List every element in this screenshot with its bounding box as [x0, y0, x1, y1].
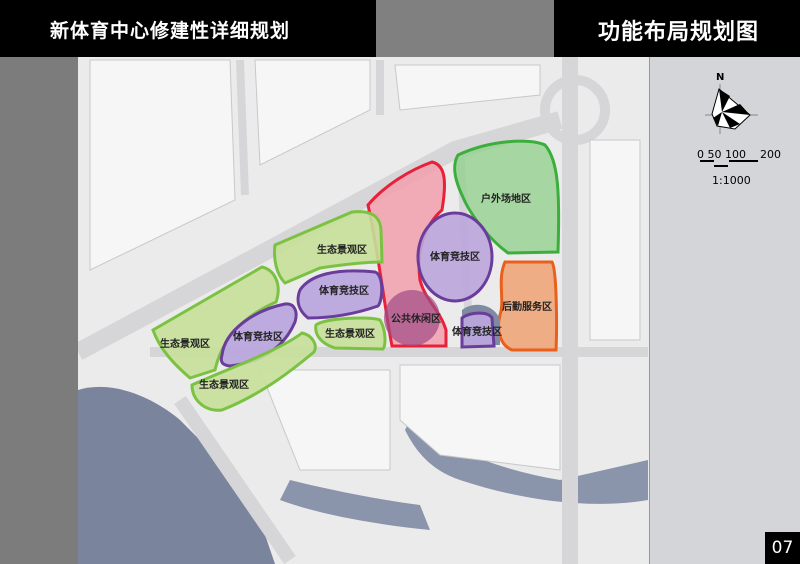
page-number: 07 [765, 532, 800, 564]
site-plan-map: 户外场地区 公共休闲区 体育竞技区 后勤服务区 体育竞技区 生态景观区 体育竞技… [78, 57, 649, 564]
legend-panel [649, 57, 800, 564]
zone-eco-left[interactable]: 生态景观区 [151, 265, 280, 380]
zone-public-leisure[interactable]: 公共休闲区 [366, 160, 448, 348]
zone-sports-left[interactable]: 体育竞技区 [219, 302, 298, 368]
zone-label: 公共休闲区 [391, 312, 441, 325]
zone-sports-mid[interactable]: 体育竞技区 [296, 269, 384, 320]
north-arrow-icon [705, 84, 758, 134]
zone-label: 体育竞技区 [233, 330, 283, 343]
zone-logistics[interactable]: 后勤服务区 [497, 260, 559, 352]
zone-label: 生态景观区 [199, 378, 249, 391]
scale-tick: 200 [760, 148, 781, 161]
zone-label: 生态景观区 [325, 327, 375, 340]
scale-tick: 50 [707, 148, 722, 161]
zone-sports-small[interactable]: 体育竞技区 [452, 304, 502, 349]
zone-label: 生态景观区 [317, 243, 367, 256]
zone-label: 体育竞技区 [319, 284, 369, 297]
river-water-south [280, 480, 430, 530]
scale-tick: 100 [725, 148, 746, 161]
zone-eco-top[interactable]: 生态景观区 [273, 210, 384, 285]
scale-bar [700, 160, 758, 167]
north-label: N [716, 72, 725, 83]
leisure-plaza-circle [384, 290, 440, 346]
scale-tick: 0 [697, 148, 704, 161]
header-divider-block [376, 0, 554, 57]
left-margin-strip [0, 57, 78, 564]
city-blocks [89, 59, 641, 471]
zone-eco-bottom[interactable]: 生态景观区 [190, 331, 317, 412]
zone-label: 生态景观区 [160, 337, 210, 350]
scale-bar-labels: 0 50 100 200 [697, 148, 781, 161]
zone-label: 体育竞技区 [452, 325, 502, 338]
drawing-title: 功能布局规划图 [598, 20, 760, 45]
zone-label: 体育竞技区 [430, 250, 480, 263]
zone-eco-small[interactable]: 生态景观区 [314, 316, 387, 351]
scale-ratio: 1:1000 [712, 174, 751, 187]
zone-label: 后勤服务区 [502, 300, 552, 313]
zone-label: 户外场地区 [480, 192, 531, 205]
river-water [78, 386, 275, 564]
river-water-channel [405, 420, 648, 504]
project-title: 新体育中心修建性详细规划 [50, 20, 291, 42]
zone-sports-main[interactable]: 体育竞技区 [416, 211, 494, 303]
header-bar: 新体育中心修建性详细规划 功能布局规划图 [0, 0, 800, 57]
